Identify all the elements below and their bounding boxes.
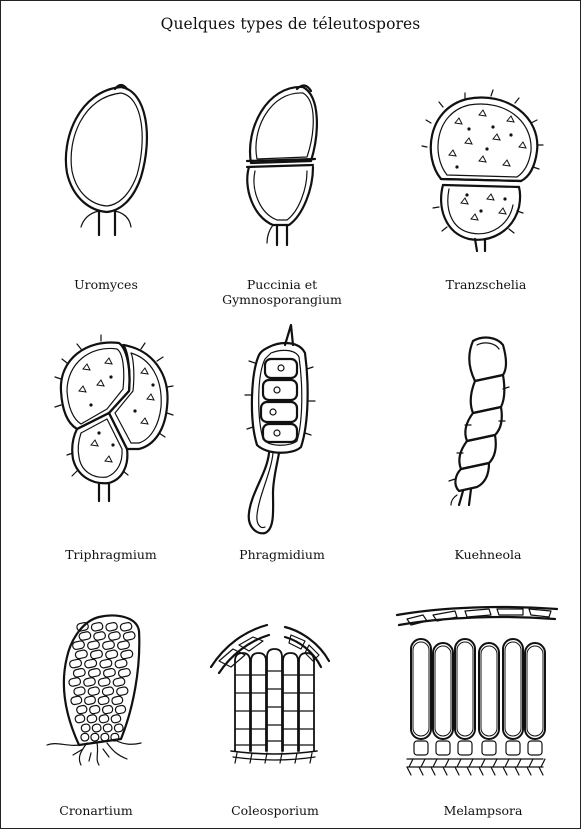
caption-phragmidium: Phragmidium [217,547,347,562]
caption-coleosporium: Coleosporium [205,803,345,818]
caption-puccinia: Puccinia et Gymnosporangium [207,277,357,307]
uromyces-drawing [61,77,151,246]
cronartium-drawing [37,609,157,773]
triphragmium-drawing [47,329,177,508]
kuehneola-drawing [417,329,527,513]
caption-triphragmium: Triphragmium [41,547,181,562]
caption-kuehneola: Kuehneola [433,547,543,562]
caption-tranzschelia: Tranzschelia [431,277,541,292]
phragmidium-drawing [229,323,319,542]
coleosporium-drawing [205,601,335,785]
plate-title: Quelques types de téleutospores [1,15,580,33]
tranzschelia-drawing [421,87,551,256]
caption-uromyces: Uromyces [51,277,161,292]
melampsora-drawing [393,599,563,783]
caption-melampsora: Melampsora [423,803,543,818]
puccinia-drawing [237,77,327,251]
caption-cronartium: Cronartium [31,803,161,818]
